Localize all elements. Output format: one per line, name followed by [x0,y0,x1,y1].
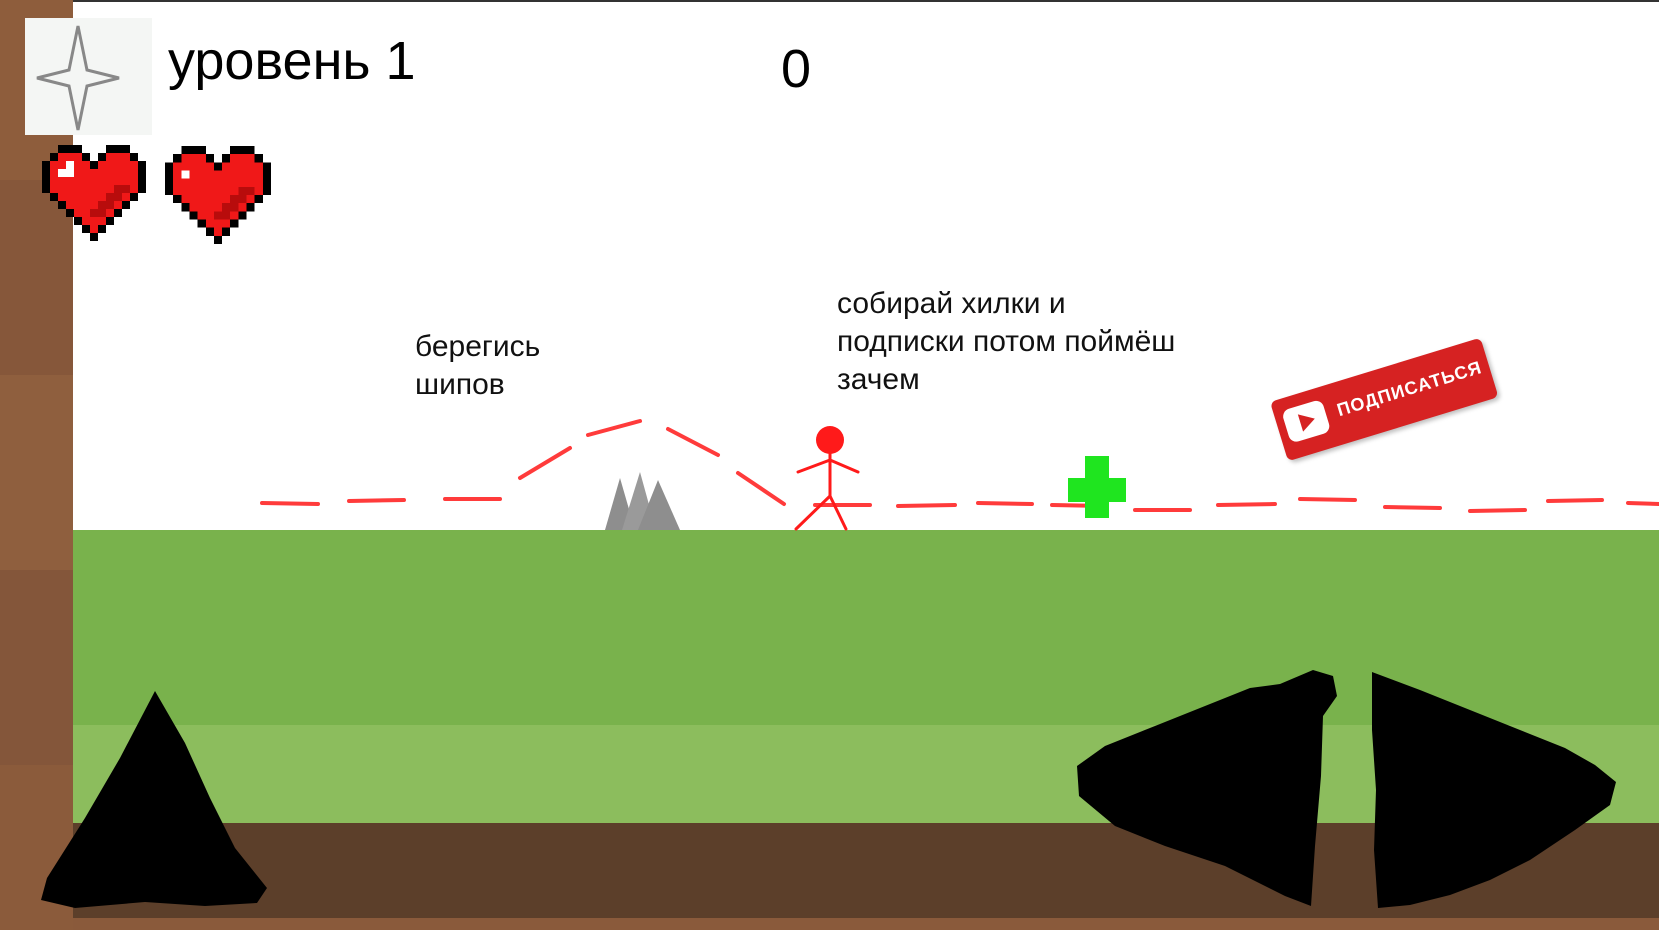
level-label: уровень 1 [168,31,416,91]
jump-button[interactable] [35,688,270,910]
score-counter: 0 [781,39,812,99]
triangle-up-icon [41,691,267,908]
hint-collect: собирай хилки и подписки потом поймёш за… [837,287,1176,396]
pause-button[interactable] [25,18,152,135]
ground-bottom-edge [73,918,1659,930]
hint-spikes: берегись шипов [415,330,541,401]
triangle-left-icon [1077,670,1337,906]
star-icon [36,25,120,131]
move-right-button[interactable] [1370,670,1620,912]
heart-icon [42,145,146,241]
plus-icon [1068,456,1126,518]
triangle-right-icon [1372,672,1616,908]
spikes-hazard [605,472,680,530]
play-icon [1281,398,1332,444]
left-wall [0,0,73,930]
top-border [73,0,1659,2]
move-left-button[interactable] [1075,666,1345,912]
player-stickman [794,426,860,531]
heart-icon [165,146,271,244]
